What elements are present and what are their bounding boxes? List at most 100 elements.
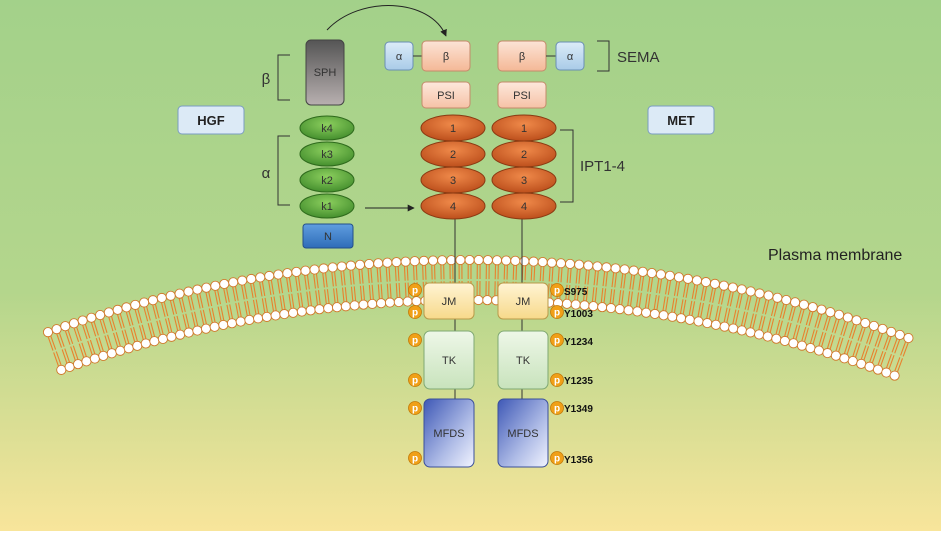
lipid-head [857, 359, 866, 368]
met-left-beta-label: β [443, 51, 449, 63]
phospho-label: p [554, 308, 560, 319]
lipid-head [99, 351, 108, 360]
met-left-ipt-1-label: 1 [450, 123, 456, 135]
lipid-head [904, 333, 913, 342]
lipid-head [319, 264, 328, 273]
lipid-head [737, 326, 746, 335]
phospho-label: p [412, 336, 418, 347]
lipid-head [193, 326, 202, 335]
lipid-head [831, 351, 840, 360]
phospho-mark-right: p [551, 402, 564, 415]
lipid-head [310, 265, 319, 274]
lipid-head [746, 328, 755, 337]
met-right-tk-label: TK [516, 355, 531, 367]
met-left-psi-label: PSI [437, 90, 455, 102]
lipid-head [113, 305, 122, 314]
lipid-head [374, 259, 383, 268]
site-label-s975: S975 [564, 287, 588, 298]
lipid-head [211, 281, 220, 290]
lipid-head [265, 271, 274, 280]
phospho-mark-left: p [409, 402, 422, 415]
lipid-head [861, 318, 870, 327]
lipid-head [602, 263, 611, 272]
lipid-head [729, 324, 738, 333]
lipid-head [520, 257, 529, 266]
sph-label: SPH [314, 67, 337, 79]
lipid-head [306, 306, 315, 315]
met-right-alpha-label: α [567, 51, 574, 63]
site-label-y1349: Y1349 [564, 404, 593, 415]
lipid-head [337, 262, 346, 271]
lipid-head [659, 311, 668, 320]
lipid-head [538, 257, 547, 266]
lipid-head [611, 264, 620, 273]
lipid-head [834, 310, 843, 319]
lipid-head [403, 297, 412, 306]
lipid-head [82, 357, 91, 366]
lipid-head [166, 291, 175, 300]
lipid-head [90, 354, 99, 363]
lipid-head [483, 256, 492, 265]
alpha-bracket-label: α [262, 165, 271, 182]
lipid-head [492, 256, 501, 265]
lipid-head [650, 309, 659, 318]
kringle-k3-label: k3 [321, 149, 333, 161]
lipid-head [692, 276, 701, 285]
lipid-tail [531, 266, 532, 280]
lipid-head [262, 312, 271, 321]
lipid-head [401, 257, 410, 266]
lipid-head [107, 349, 116, 358]
phospho-mark-right: p [551, 306, 564, 319]
lipid-head [598, 303, 607, 312]
met-left-ipt-4-label: 4 [450, 201, 456, 213]
lipid-head [465, 255, 474, 264]
lipid-head [202, 283, 211, 292]
lipid-head [780, 336, 789, 345]
lipid-head [882, 368, 891, 377]
site-label-y1235: Y1235 [564, 376, 593, 387]
lipid-head [703, 318, 712, 327]
lipid-head [511, 256, 520, 265]
lipid-head [606, 304, 615, 313]
met-left-intracellular: JM TK MFDS [424, 283, 474, 467]
lipid-head [175, 289, 184, 298]
beta-bracket-label: β [262, 71, 271, 88]
lipid-head [419, 256, 428, 265]
lipid-head [184, 287, 193, 296]
kringle-k2-label: k2 [321, 175, 333, 187]
phospho-label: p [412, 376, 418, 387]
lipid-head [683, 274, 692, 283]
lipid-head [256, 273, 265, 282]
lipid-head [878, 324, 887, 333]
met-right-beta-label: β [519, 51, 525, 63]
lipid-head [184, 328, 193, 337]
lipid-head [719, 281, 728, 290]
lipid-head [167, 332, 176, 341]
lipid-head [43, 328, 52, 337]
lipid-head [647, 268, 656, 277]
met-right-ipt-1-label: 1 [521, 123, 527, 135]
lipid-head [315, 305, 324, 314]
lipid-head [789, 339, 798, 348]
lipid-head [96, 310, 105, 319]
lipid-head [392, 258, 401, 267]
lipid-head [502, 256, 511, 265]
lipid-head [685, 315, 694, 324]
lipid-tail [516, 265, 517, 279]
lipid-head [629, 266, 638, 275]
lipid-head [584, 261, 593, 270]
lipid-head [280, 309, 289, 318]
lipid-tail [407, 266, 408, 280]
lipid-head [104, 308, 113, 317]
lipid-head [674, 273, 683, 282]
lipid-head [377, 299, 386, 308]
lipid-tail [414, 266, 415, 280]
phospho-label: p [554, 376, 560, 387]
lipid-head [806, 343, 815, 352]
lipid-head [887, 327, 896, 336]
lipid-head [148, 296, 157, 305]
lipid-head [292, 267, 301, 276]
lipid-head [297, 307, 306, 316]
lipid-head [814, 346, 823, 355]
lipid-tail [525, 266, 526, 280]
